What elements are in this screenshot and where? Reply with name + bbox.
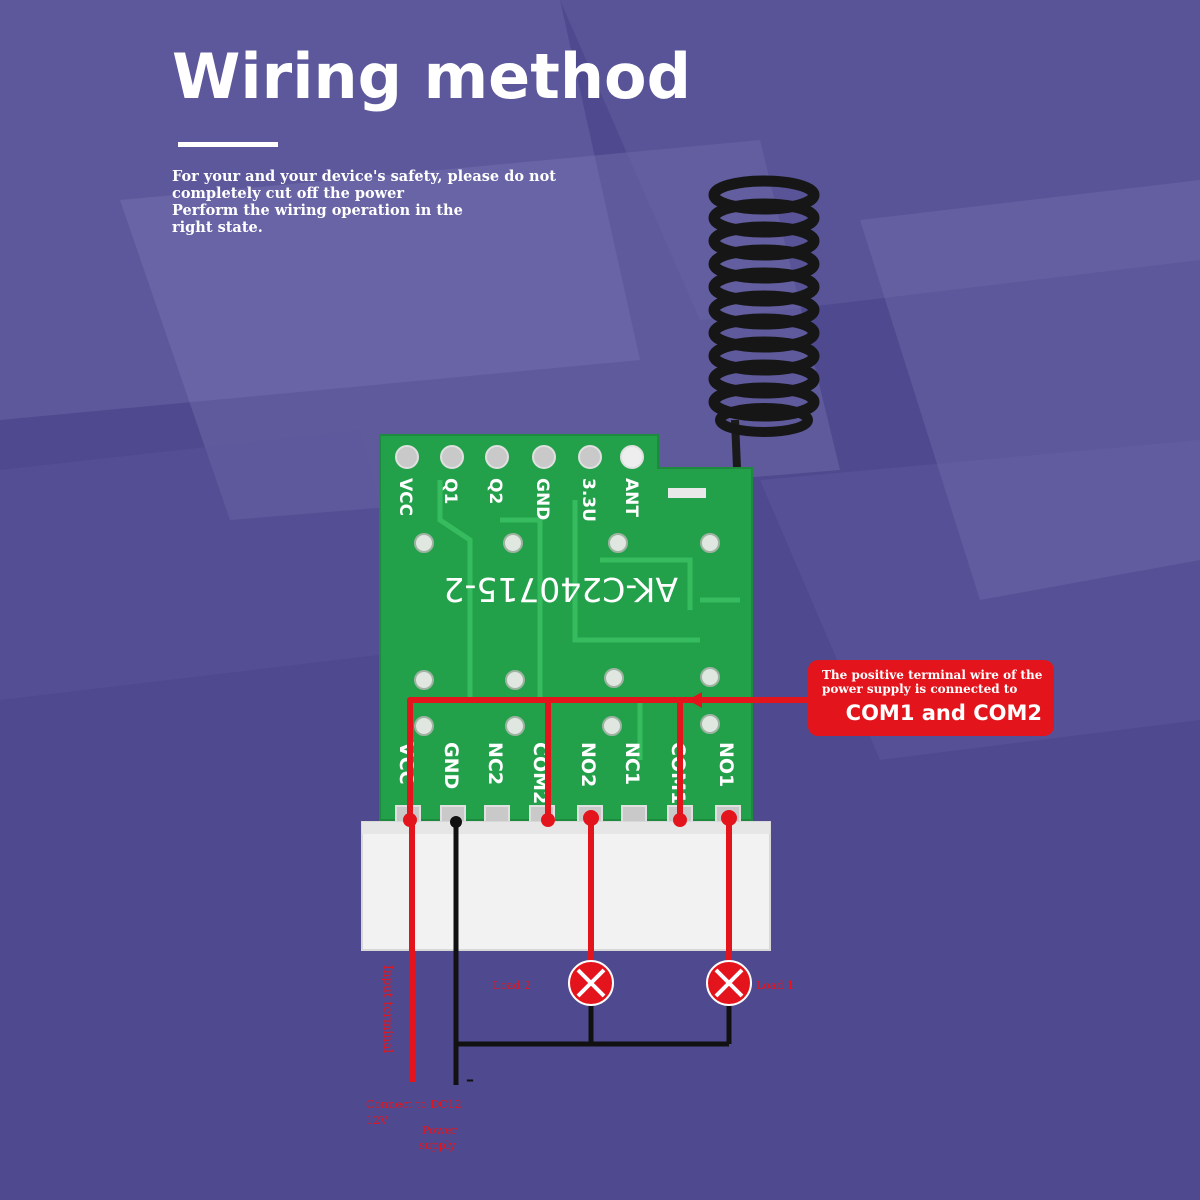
pin-label-q2: Q2 xyxy=(485,478,505,504)
pin-label-3v3: 3.3U xyxy=(578,478,598,522)
pin-label-nc1: NC1 xyxy=(621,742,643,785)
terminal-connector xyxy=(361,821,771,951)
connect-dc-label: Connect to DC12 xyxy=(366,1098,462,1111)
pin-label-vcc: VCC xyxy=(395,742,417,785)
power-label: Power xyxy=(422,1124,458,1137)
load-1-label: Load 1 xyxy=(756,979,794,992)
pin-label-no2: NO2 xyxy=(577,742,599,787)
notice-line: Perform the wiring operation in the xyxy=(172,202,463,219)
positive-wires xyxy=(407,697,808,1082)
load-1-lamp-icon xyxy=(706,960,752,1006)
pin-label-q1: Q1 xyxy=(440,478,460,504)
supply-label: supply xyxy=(419,1139,456,1152)
notice-line: right state. xyxy=(172,219,263,236)
notice-line: completely cut off the power xyxy=(172,185,405,202)
pin-label-gnd-top: GND xyxy=(532,478,552,520)
callout-line: power supply is connected to xyxy=(822,682,1018,696)
pin-label-gnd: GND xyxy=(440,742,462,789)
pin-label-vcc-top: VCC xyxy=(395,478,415,516)
input-terminal-label: Input terminal xyxy=(381,965,395,1053)
safety-notice: For your and your device's safety, pleas… xyxy=(172,168,572,236)
pin-label-no1: NO1 xyxy=(715,742,737,787)
callout-highlight: COM1 and COM2 xyxy=(845,701,1042,725)
minus-label: – xyxy=(466,1070,474,1089)
com-callout: The positive terminal wire of the power … xyxy=(808,660,1054,736)
page-title: Wiring method xyxy=(172,40,691,113)
volts-label: 12V xyxy=(366,1114,389,1127)
board-model: AK-C240715-2 xyxy=(443,570,678,609)
antenna-coil xyxy=(708,175,820,469)
callout-arrow-icon xyxy=(688,692,702,708)
pin-label-nc2: NC2 xyxy=(484,742,506,785)
notice-line: For your and your device's safety, pleas… xyxy=(172,168,556,185)
callout-line: The positive terminal wire of the xyxy=(822,668,1043,682)
wire-terminals xyxy=(403,810,737,827)
load-2-lamp-icon xyxy=(568,960,614,1006)
gnd-terminal xyxy=(450,816,462,828)
pin-label-ant: ANT xyxy=(621,478,641,517)
pcb-board: VCC Q1 Q2 GND 3.3U ANT AK-C240715-2 VCC … xyxy=(379,434,753,831)
negative-wires xyxy=(453,822,732,1085)
title-underline xyxy=(178,142,278,147)
load-2-label: Load 2 xyxy=(493,979,531,992)
